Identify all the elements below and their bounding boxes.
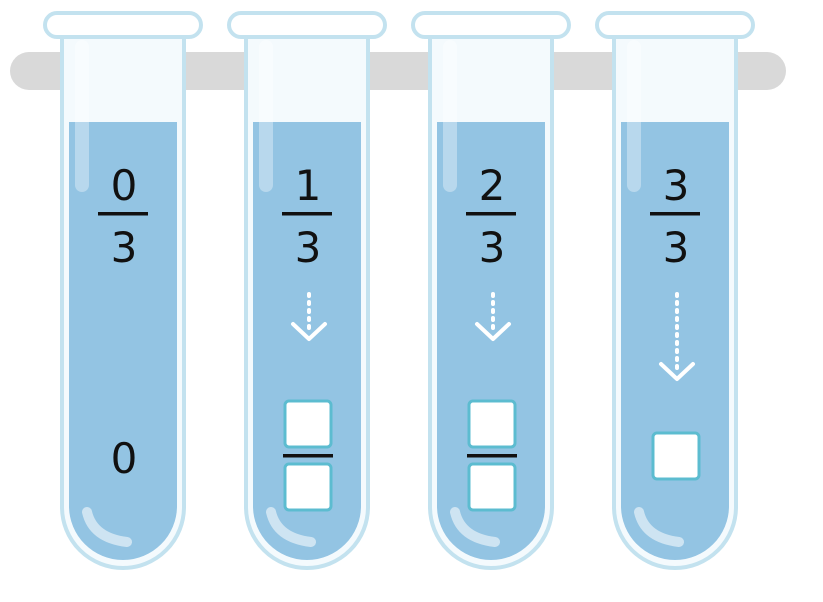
tube-4-glass-side-right <box>734 30 738 110</box>
tube-2-glare <box>259 40 273 192</box>
tube-1-bottom-glare <box>82 507 132 547</box>
tube-2-denominator: 3 <box>295 223 322 272</box>
tube-1-glass-side-right <box>182 30 186 110</box>
tube-rack-bar <box>10 52 786 90</box>
tube-2-glass-side-left <box>244 30 248 110</box>
tube-3-liquid <box>437 122 545 560</box>
test-tube-4: 3 3 <box>595 11 755 570</box>
tube-3-glare <box>443 40 457 192</box>
tube-4-liquid <box>621 122 729 560</box>
tube-2-arrow-down-icon <box>291 292 327 341</box>
tube-4-rim <box>595 11 755 39</box>
tube-1-liquid <box>69 122 177 560</box>
tube-1-denominator: 3 <box>111 223 138 272</box>
test-tube-3: 2 3 <box>411 11 571 570</box>
tube-4-glass-side-left <box>612 30 616 110</box>
tube-3-glass-side-right <box>550 30 554 110</box>
tube-2-liquid <box>253 122 361 560</box>
tube-3-answer-box-bottom[interactable] <box>467 462 517 512</box>
tube-3-answer-box-top[interactable] <box>467 399 517 449</box>
tube-3-glass-top <box>430 30 552 110</box>
tube-2-glass-side-right <box>366 30 370 110</box>
tube-3-answer-fraction-bar <box>467 454 517 458</box>
test-tube-2: 1 3 <box>227 11 387 570</box>
tube-2-answer-fraction-bar <box>283 454 333 458</box>
tube-1-glass-side-left <box>60 30 64 110</box>
arrow-head <box>475 322 511 341</box>
tube-4-glare <box>627 40 641 192</box>
test-tube-1: 0 3 0 <box>43 11 203 570</box>
tube-1-glass-top <box>62 30 184 110</box>
tube-2-answer-box-top[interactable] <box>283 399 333 449</box>
tube-2-glass-top <box>246 30 368 110</box>
tube-4-numerator: 3 <box>663 161 690 210</box>
tube-1-numerator: 0 <box>111 161 138 210</box>
tube-2-answer-box-bottom[interactable] <box>283 462 333 512</box>
tube-2-bottom-glare <box>266 507 316 547</box>
tube-4-denominator: 3 <box>663 223 690 272</box>
tube-1-fraction-bar <box>98 212 148 216</box>
tube-3-fraction-bar <box>466 212 516 216</box>
tube-4-glass-top <box>614 30 736 110</box>
tube-2-rim <box>227 11 387 39</box>
tube-4-answer-box-single[interactable] <box>651 431 701 481</box>
tube-4-arrow-down-icon <box>659 292 695 381</box>
arrow-head <box>291 322 327 341</box>
tube-3-bottom-glare <box>450 507 500 547</box>
tube-3-arrow-down-icon <box>475 292 511 341</box>
tube-4-bottom-glare <box>634 507 684 547</box>
tube-3-numerator: 2 <box>479 161 506 210</box>
tube-2-numerator: 1 <box>295 161 322 210</box>
tube-1-result: 0 <box>111 434 138 483</box>
tube-3-rim <box>411 11 571 39</box>
tube-1-glare <box>75 40 89 192</box>
tube-4-fraction-bar <box>650 212 700 216</box>
tube-2-fraction-bar <box>282 212 332 216</box>
tube-3-denominator: 3 <box>479 223 506 272</box>
tube-1-rim <box>43 11 203 39</box>
tube-3-glass-side-left <box>428 30 432 110</box>
arrow-head <box>659 362 695 381</box>
